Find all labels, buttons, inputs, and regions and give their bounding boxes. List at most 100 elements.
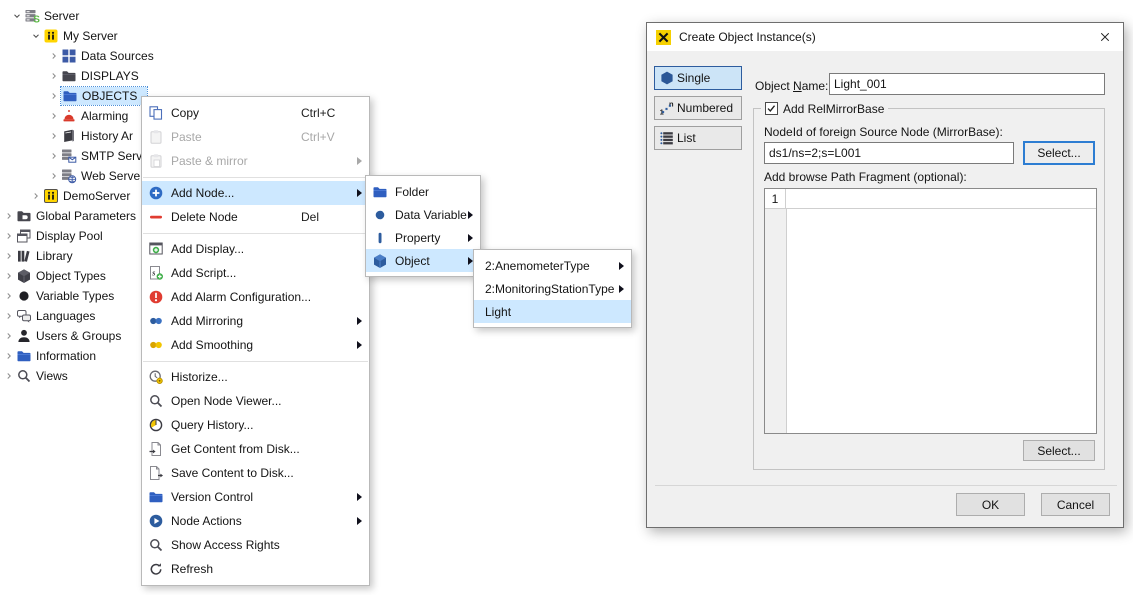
- expander-right-icon[interactable]: [47, 88, 61, 104]
- submenu-item-anemometer-type[interactable]: 2:AnemometerType: [474, 254, 631, 277]
- submenu-arrow-icon: [357, 517, 362, 525]
- menu-item-save-content-to-disk[interactable]: Save Content to Disk...: [142, 461, 369, 485]
- menu-item-paste[interactable]: Paste Ctrl+V: [142, 125, 369, 149]
- menu-item-add-display[interactable]: Add Display...: [142, 237, 369, 261]
- tree-item-languages[interactable]: Languages: [0, 306, 400, 326]
- object-name-input[interactable]: Light_001: [829, 73, 1105, 95]
- menu-item-add-mirroring[interactable]: Add Mirroring: [142, 309, 369, 333]
- tree-item-variable-types[interactable]: Variable Types: [0, 286, 400, 306]
- menu-item-version-control[interactable]: Version Control: [142, 485, 369, 509]
- tree-item-library[interactable]: Library: [0, 246, 400, 266]
- menu-item-label: Node Actions: [171, 514, 242, 528]
- dialog-titlebar[interactable]: Create Object Instance(s): [647, 23, 1123, 51]
- tab-single[interactable]: Single: [654, 66, 742, 90]
- menu-item-delete-node[interactable]: Delete Node Del: [142, 205, 369, 229]
- menu-item-label: Data Variable: [395, 207, 467, 222]
- alarm-config-icon: [148, 289, 164, 305]
- menu-item-show-access-rights[interactable]: Show Access Rights: [142, 533, 369, 557]
- tree-item-objects[interactable]: OBJECTS: [0, 86, 400, 106]
- menu-item-add-script[interactable]: s Add Script...: [142, 261, 369, 285]
- expander-right-icon[interactable]: [47, 68, 61, 84]
- expander-right-icon[interactable]: [47, 108, 61, 124]
- tree-item-history-archives[interactable]: History Ar: [0, 126, 400, 146]
- expander-right-icon[interactable]: [2, 268, 16, 284]
- tree-item-demo-server[interactable]: DemoServer: [0, 186, 400, 206]
- expander-right-icon[interactable]: [2, 308, 16, 324]
- expander-right-icon[interactable]: [47, 148, 61, 164]
- select-path-button[interactable]: Select...: [1023, 440, 1095, 461]
- menu-item-refresh[interactable]: Refresh: [142, 557, 369, 581]
- tree-item-my-server[interactable]: My Server: [0, 26, 400, 46]
- tree-item-label: DemoServer: [63, 189, 131, 203]
- menu-item-query-history[interactable]: Query History...: [142, 413, 369, 437]
- alarm-icon: [61, 108, 77, 124]
- expander-right-icon[interactable]: [2, 348, 16, 364]
- expander-right-icon[interactable]: [2, 208, 16, 224]
- selected-tree-item[interactable]: OBJECTS: [59, 86, 149, 106]
- expander-right-icon[interactable]: [2, 328, 16, 344]
- mirrorbase-checkbox-row[interactable]: Add RelMirrorBase: [761, 100, 889, 117]
- menu-item-paste-mirror[interactable]: Paste & mirror: [142, 149, 369, 173]
- tab-list[interactable]: List: [654, 126, 742, 150]
- tree-item-alarming[interactable]: Alarming: [0, 106, 400, 126]
- menu-item-label: Show Access Rights: [171, 538, 280, 552]
- expander-right-icon[interactable]: [2, 368, 16, 384]
- submenu-item-monitoring-station-type[interactable]: 2:MonitoringStationType: [474, 277, 631, 300]
- expander-down-icon[interactable]: [10, 8, 24, 24]
- expander-right-icon[interactable]: [47, 168, 61, 184]
- close-icon[interactable]: [1095, 28, 1115, 46]
- tree-item-server[interactable]: S Server: [0, 6, 400, 26]
- menu-item-node-actions[interactable]: Node Actions: [142, 509, 369, 533]
- submenu-item-property[interactable]: Property: [366, 226, 480, 249]
- expander-right-icon[interactable]: [2, 228, 16, 244]
- menu-item-add-alarm-configuration[interactable]: Add Alarm Configuration...: [142, 285, 369, 309]
- submenu-item-light[interactable]: Light: [474, 300, 631, 323]
- tree-item-web-server[interactable]: Web Serve: [0, 166, 400, 186]
- submenu-item-folder[interactable]: Folder: [366, 180, 480, 203]
- tree-item-display-pool[interactable]: Display Pool: [0, 226, 400, 246]
- expander-right-icon[interactable]: [47, 128, 61, 144]
- tree-item-data-sources[interactable]: Data Sources: [0, 46, 400, 66]
- tree-item-users-groups[interactable]: Users & Groups: [0, 326, 400, 346]
- circle-dark-icon: [16, 288, 32, 304]
- submenu-item-data-variable[interactable]: Data Variable: [366, 203, 480, 226]
- select-nodeid-button[interactable]: Select...: [1023, 141, 1095, 165]
- tree-item-views[interactable]: Views: [0, 366, 400, 386]
- menu-item-copy[interactable]: Copy Ctrl+C: [142, 101, 369, 125]
- menu-item-get-content-from-disk[interactable]: Get Content from Disk...: [142, 437, 369, 461]
- path-fragment-row[interactable]: 1: [765, 189, 1096, 209]
- tree-item-object-types[interactable]: Object Types: [0, 266, 400, 286]
- nodeid-input[interactable]: ds1/ns=2;s=L001: [764, 142, 1014, 164]
- tab-label: List: [677, 131, 696, 145]
- expander-right-icon[interactable]: [2, 248, 16, 264]
- tree-item-global-parameters[interactable]: Global Parameters: [0, 206, 400, 226]
- expander-right-icon[interactable]: [29, 188, 43, 204]
- expander-right-icon[interactable]: [2, 288, 16, 304]
- submenu-item-object[interactable]: Object: [366, 249, 480, 272]
- ok-button[interactable]: OK: [956, 493, 1025, 516]
- menu-item-label: Copy: [171, 106, 200, 120]
- menu-item-add-node[interactable]: Add Node...: [142, 181, 369, 205]
- tree-item-smtp-server[interactable]: SMTP Serv: [0, 146, 400, 166]
- query-history-icon: [148, 417, 164, 433]
- tree-item-label: SMTP Serv: [81, 149, 143, 163]
- tree-item-displays[interactable]: DISPLAYS: [0, 66, 400, 86]
- checkbox-checked-icon[interactable]: [765, 102, 778, 115]
- property-icon: [372, 230, 388, 246]
- menu-item-open-node-viewer[interactable]: Open Node Viewer...: [142, 389, 369, 413]
- tab-label: Numbered: [677, 101, 734, 115]
- add-node-icon: [148, 185, 164, 201]
- expander-right-icon[interactable]: [47, 48, 61, 64]
- menu-item-add-smoothing[interactable]: Add Smoothing: [142, 333, 369, 357]
- tree-item-information[interactable]: Information: [0, 346, 400, 366]
- cancel-button[interactable]: Cancel: [1041, 493, 1110, 516]
- expander-down-icon[interactable]: [29, 28, 43, 44]
- cube-dark-icon: [16, 268, 32, 284]
- path-fragment-editor[interactable]: 1: [764, 188, 1097, 434]
- menu-item-historize[interactable]: Historize...: [142, 365, 369, 389]
- menu-item-label: Add Display...: [171, 242, 245, 256]
- node-tree: S Server My Server Data Sources DISPLAYS…: [0, 6, 400, 386]
- tree-item-label: Library: [36, 249, 73, 263]
